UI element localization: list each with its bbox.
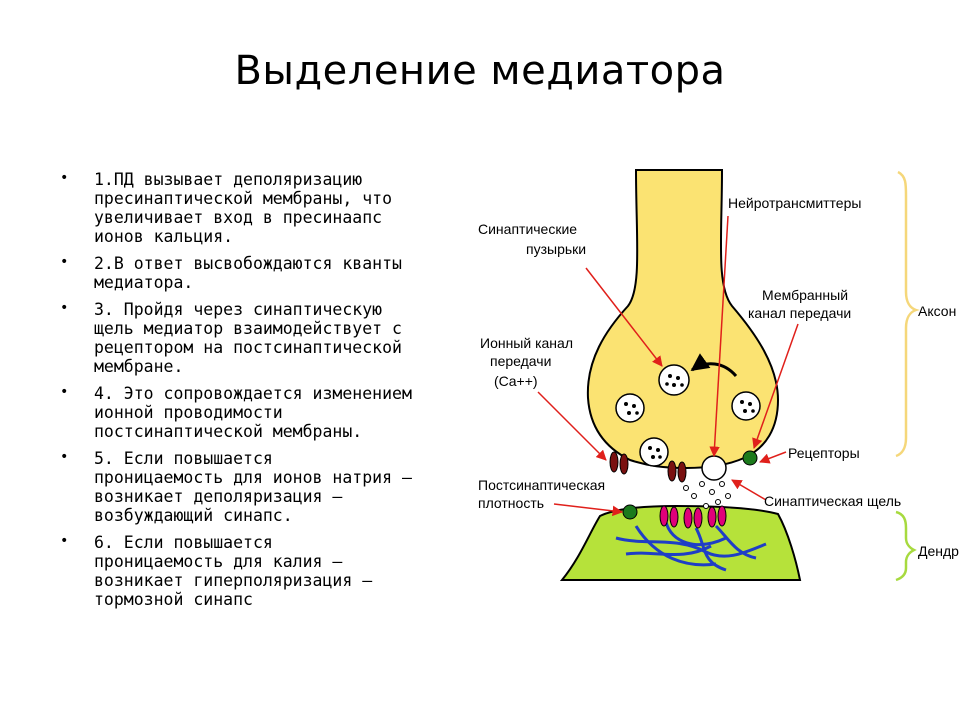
bullet-marker: • bbox=[60, 300, 69, 316]
bullet-line: медиатора. bbox=[94, 273, 194, 292]
receptor bbox=[693, 507, 703, 529]
receptor bbox=[669, 506, 679, 528]
bullet-line: щель медиатор взаимодействует с bbox=[94, 319, 402, 338]
ion-channel bbox=[619, 453, 629, 475]
label-vesicles-2: пузырьки bbox=[526, 241, 586, 257]
postsynaptic-density-marker bbox=[622, 504, 638, 520]
arrow-neurotransmitters bbox=[709, 215, 729, 458]
label-postsynaptic-density-2: плотность bbox=[478, 495, 544, 511]
label-vesicles-1: Синаптические bbox=[478, 221, 577, 237]
receptor bbox=[659, 505, 669, 527]
presynaptic-ion-channels bbox=[609, 451, 687, 483]
pointer-arrows bbox=[537, 215, 799, 517]
released-neurotransmitters bbox=[683, 481, 731, 509]
bullet-line: проницаемость для калия – bbox=[94, 552, 343, 571]
bullet-line: постсинаптической мембраны. bbox=[94, 422, 363, 441]
label-axon: Аксон bbox=[918, 303, 956, 319]
dendrite-brace bbox=[895, 510, 917, 582]
arrow-membrane-channel bbox=[752, 323, 799, 449]
bullet-line: проницаемость для ионов натрия – bbox=[94, 468, 412, 487]
recycling-arrow bbox=[690, 353, 738, 378]
label-synaptic-cleft: Синаптическая щель bbox=[764, 493, 901, 509]
bullet-marker: • bbox=[60, 533, 69, 549]
bullet-line: увеличивает вход в пресинаапс bbox=[94, 208, 383, 227]
label-membrane-channel-1: Мембранный bbox=[762, 287, 848, 303]
label-receptors: Рецепторы bbox=[788, 445, 860, 461]
ion-channel bbox=[677, 461, 687, 483]
vesicle bbox=[639, 437, 669, 467]
bullet-line: 2.В ответ высвобождаются кванты bbox=[94, 254, 402, 273]
label-dendrite: Дендр bbox=[918, 543, 959, 559]
bullet-line: 6. Если повышается bbox=[94, 533, 273, 552]
vesicle bbox=[615, 393, 645, 423]
slide-title: Выделение медиатора bbox=[234, 48, 726, 94]
bullet-marker: • bbox=[60, 254, 69, 270]
bullet-line: 1.ПД вызывает деполяризацию bbox=[94, 170, 363, 189]
arrow-vesicles bbox=[585, 267, 663, 367]
label-postsynaptic-density-1: Постсинаптическая bbox=[478, 477, 605, 493]
label-neurotransmitters: Нейротрансмиттеры bbox=[728, 195, 861, 211]
label-ion-channel-2: передачи bbox=[490, 353, 551, 369]
synapse-diagram: Синаптические пузырьки Нейротрансмиттеры… bbox=[466, 166, 960, 586]
bullet-line: возникает деполяризация – bbox=[94, 487, 343, 506]
bullet-line: 4. Это сопровождается изменением bbox=[94, 384, 412, 403]
synapse-svg: Синаптические пузырьки Нейротрансмиттеры… bbox=[478, 169, 959, 582]
bullet-line: 3. Пройдя через синаптическую bbox=[94, 300, 383, 319]
arrow-postsynaptic-density bbox=[553, 503, 624, 517]
bullet-marker: • bbox=[60, 170, 69, 186]
bullet-line: пресинаптической мембраны, что bbox=[94, 189, 393, 208]
label-ion-channel-3: (Ca++) bbox=[494, 373, 538, 389]
axon-brace bbox=[895, 170, 920, 458]
vesicle-fusing bbox=[701, 455, 727, 481]
bullet-marker: • bbox=[60, 449, 69, 465]
bullet-line: ионной проводимости bbox=[94, 403, 283, 422]
receptor bbox=[707, 506, 717, 528]
ion-channel bbox=[609, 451, 619, 473]
membrane-transport-channel bbox=[742, 450, 758, 466]
bullet-line: мембране. bbox=[94, 357, 184, 376]
bullet-line: тормозной синапс bbox=[94, 590, 253, 609]
synaptic-vesicles bbox=[615, 364, 761, 481]
receptor bbox=[717, 505, 727, 527]
arrow-receptors bbox=[759, 451, 787, 464]
bullet-line: возникает гиперполяризация – bbox=[94, 571, 373, 590]
arrow-synaptic-cleft bbox=[731, 479, 767, 501]
vesicle bbox=[658, 364, 690, 396]
ion-channel bbox=[667, 460, 677, 482]
bullet-line: рецептором на постсинаптической bbox=[94, 338, 402, 357]
bullet-line: 5. Если повышается bbox=[94, 449, 273, 468]
label-membrane-channel-2: канал передачи bbox=[748, 305, 851, 321]
bullet-line: ионов кальция. bbox=[94, 227, 234, 246]
vesicle bbox=[731, 391, 761, 421]
postsynaptic-filaments bbox=[615, 521, 767, 572]
vesicle-dots bbox=[624, 374, 755, 459]
bullet-marker: • bbox=[60, 384, 69, 400]
receptor bbox=[683, 507, 693, 529]
postsynaptic-receptors bbox=[659, 505, 727, 529]
arrow-ion-channel bbox=[537, 391, 607, 461]
label-ion-channel-1: Ионный канал bbox=[480, 335, 573, 351]
bullet-line: возбуждающий синапс. bbox=[94, 506, 293, 525]
